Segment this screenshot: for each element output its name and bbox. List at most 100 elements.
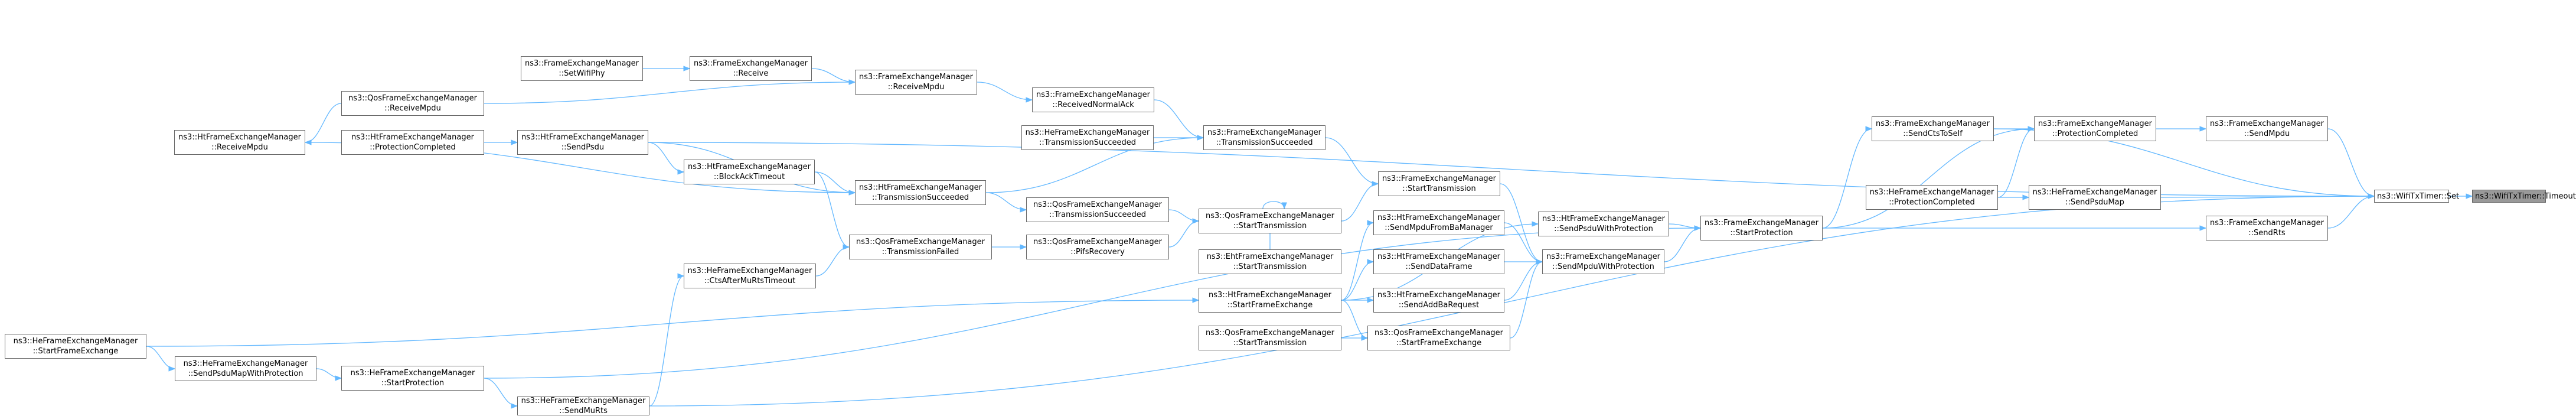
call-edge [985, 135, 1204, 193]
call-edge [815, 244, 850, 277]
node-label-line: ::ProtectionCompleted [1889, 198, 1975, 207]
node-label-line: ::StartFrameExchange [1396, 339, 1482, 347]
node-label-line: ns3::HtFrameExchangeManager [688, 162, 811, 171]
node-label-line: ::ReceiveMpdu [211, 143, 268, 152]
node-label-line: ::StartTransmission [1233, 262, 1307, 271]
node-htfem-protectioncompleted[interactable]: ns3::HtFrameExchangeManager::ProtectionC… [341, 130, 484, 155]
node-hefem-protectioncompleted[interactable]: ns3::HeFrameExchangeManager::ProtectionC… [1866, 185, 1998, 210]
node-hefem-startprotection[interactable]: ns3::HeFrameExchangeManager::StartProtec… [341, 366, 484, 391]
node-label-line: ::StartTransmission [1402, 184, 1476, 193]
node-label-line: ns3::FrameExchangeManager [1546, 252, 1661, 261]
node-htfem-startframeexchange[interactable]: ns3::HtFrameExchangeManager::StartFrameE… [1199, 288, 1341, 313]
node-label-line: ::StartProtection [381, 379, 445, 388]
node-qosfem-starttransmission-2[interactable]: ns3::QosFrameExchangeManager::StartTrans… [1199, 326, 1341, 350]
call-edge [1997, 126, 2035, 198]
node-label-line: ns3::HeFrameExchangeManager [521, 396, 646, 405]
node-label-line: ::SendMpdu [2244, 129, 2290, 138]
node-qosfem-startframeexchange[interactable]: ns3::QosFrameExchangeManager::StartFrame… [1367, 326, 1510, 350]
node-label-line: ::SendCtsToSelf [1903, 129, 1963, 138]
node-qosfem-transmissionfailed[interactable]: ns3::QosFrameExchangeManager::Transmissi… [849, 235, 992, 259]
node-fem-startprotection[interactable]: ns3::FrameExchangeManager::StartProtecti… [1700, 216, 1823, 240]
node-hefem-sendpsdumapwithprotection[interactable]: ns3::HeFrameExchangeManager::SendPsduMap… [175, 356, 316, 381]
node-fem-transmissionsucceeded[interactable]: ns3::FrameExchangeManager::TransmissionS… [1203, 125, 1325, 150]
call-edge [146, 346, 176, 372]
node-fem-sendctstoself[interactable]: ns3::FrameExchangeManager::SendCtsToSelf [1872, 116, 1994, 141]
node-label-line: ns3::HtFrameExchangeManager [1542, 214, 1665, 223]
call-edge [484, 79, 856, 104]
node-label-line: ::StartFrameExchange [32, 347, 119, 356]
node-label-line: ns3::HtFrameExchangeManager [1209, 291, 1331, 300]
node-wifitxtimer-set[interactable]: ns3::WifiTxTimer::Set [2374, 190, 2459, 203]
node-label-line: ns3::FrameExchangeManager [858, 73, 974, 82]
node-label-line: ns3::WifiTxTimer::Timeout [2475, 191, 2576, 201]
node-wifitxtimer-timeout[interactable]: ns3::WifiTxTimer::Timeout [2472, 190, 2576, 203]
node-fem-setwifiphy[interactable]: ns3::FrameExchangeManager::SetWifiPhy [521, 56, 643, 81]
node-label-line: ns3::HeFrameExchangeManager [183, 359, 308, 368]
node-fem-receivednormalack[interactable]: ns3::FrameExchangeManager::ReceivedNorma… [1032, 87, 1154, 112]
node-label-line: ns3::FrameExchangeManager [1875, 119, 1990, 128]
node-label-line: ::SendPsduWithProtection [1554, 225, 1653, 233]
node-htfem-sendpsdu[interactable]: ns3::HtFrameExchangeManager::SendPsdu [517, 130, 648, 155]
node-fem-sendmpduwithprotection[interactable]: ns3::FrameExchangeManager::SendMpduWithP… [1542, 249, 1664, 274]
node-hefem-ctsaftermurtstimeout[interactable]: ns3::HeFrameExchangeManager::CtsAfterMuR… [684, 264, 816, 288]
node-label-line: ::PifsRecovery [1070, 248, 1125, 256]
node-label-line: ns3::HeFrameExchangeManager [2032, 188, 2157, 197]
call-edge [1168, 218, 1200, 248]
call-edge [1822, 126, 1873, 229]
node-label-line: ns3::FrameExchangeManager [2038, 119, 2153, 128]
node-fem-sendrts[interactable]: ns3::FrameExchangeManager::SendRts [2206, 216, 2328, 240]
node-fem-receivempdu[interactable]: ns3::FrameExchangeManager::ReceiveMpdu [855, 70, 977, 95]
call-edge [1154, 99, 1204, 141]
node-label-line: ::Receive [733, 69, 769, 78]
node-htfem-receivempdu[interactable]: ns3::HtFrameExchangeManager::ReceiveMpdu [174, 130, 305, 155]
node-label-line: ::SendPsdu [561, 143, 605, 152]
node-qosfem-transmissionsucceeded[interactable]: ns3::QosFrameExchangeManager::Transmissi… [1026, 197, 1169, 222]
node-fem-protectioncompleted[interactable]: ns3::FrameExchangeManager::ProtectionCom… [2034, 116, 2156, 141]
node-label-line: ns3::FrameExchangeManager [693, 59, 808, 68]
call-edge [146, 297, 1200, 347]
node-label-line: ::SendDataFrame [1405, 262, 1473, 271]
node-fem-receive[interactable]: ns3::FrameExchangeManager::Receive [690, 56, 812, 81]
node-label-line: ::ProtectionCompleted [2052, 129, 2138, 138]
node-label-line: ns3::QosFrameExchangeManager [348, 94, 477, 103]
node-hefem-transmissionsucceeded[interactable]: ns3::HeFrameExchangeManager::Transmissio… [1021, 125, 1154, 150]
node-htfem-sendaddbarequest[interactable]: ns3::HtFrameExchangeManager::SendAddBaRe… [1373, 288, 1504, 313]
node-label-line: ::ReceivedNormalAck [1052, 100, 1134, 109]
call-edge [1341, 259, 1374, 301]
node-label-line: ::SendRts [2248, 229, 2286, 238]
node-hefem-sendmurts[interactable]: ns3::HeFrameExchangeManager::SendMuRts [517, 396, 649, 415]
call-edge [1325, 137, 1379, 187]
node-label-line: ns3::FrameExchangeManager [1207, 128, 1322, 137]
node-label-line: ns3::HeFrameExchangeManager [350, 369, 475, 378]
call-edge [649, 193, 2375, 407]
node-qosfem-receivempdu[interactable]: ns3::QosFrameExchangeManager::ReceiveMpd… [341, 91, 484, 116]
call-edge [1664, 225, 1702, 262]
call-edge [985, 192, 1027, 213]
node-hefem-startframeexchange[interactable]: ns3::HeFrameExchangeManager::StartFrameE… [5, 334, 146, 359]
node-label-line: ns3::FrameExchangeManager [1704, 219, 1819, 228]
node-fem-sendmpdu[interactable]: ns3::FrameExchangeManager::SendMpdu [2206, 116, 2328, 141]
node-label-line: ::TransmissionSucceeded [1039, 138, 1137, 147]
call-edge [484, 225, 1702, 379]
node-ehtfem-starttransmission[interactable]: ns3::EhtFrameExchangeManager::StartTrans… [1199, 249, 1341, 274]
node-fem-starttransmission[interactable]: ns3::FrameExchangeManager::StartTransmis… [1378, 171, 1500, 196]
call-edge [1500, 183, 1543, 265]
call-edge [1341, 220, 1374, 301]
call-edge [2327, 128, 2375, 199]
node-label-line: ::StartTransmission [1233, 339, 1307, 347]
node-htfem-senddataframe[interactable]: ns3::HtFrameExchangeManager::SendDataFra… [1373, 249, 1504, 274]
node-label-line: ns3::HtFrameExchangeManager [351, 133, 474, 142]
node-qosfem-starttransmission[interactable]: ns3::QosFrameExchangeManager::StartTrans… [1199, 209, 1341, 233]
node-label-line: ::TransmissionSucceeded [1049, 210, 1147, 219]
node-htfem-blockacktimeout[interactable]: ns3::HtFrameExchangeManager::BlockAckTim… [684, 160, 815, 184]
node-htfem-transmissionsucceeded[interactable]: ns3::HtFrameExchangeManager::Transmissio… [855, 180, 986, 205]
node-qosfem-pifsrecovery[interactable]: ns3::QosFrameExchangeManager::PifsRecove… [1026, 235, 1169, 259]
node-htfem-sendmpdufrombamanager[interactable]: ns3::HtFrameExchangeManager::SendMpduFro… [1373, 210, 1504, 235]
node-label-line: ns3::FrameExchangeManager [1036, 90, 1151, 99]
call-edge [977, 82, 1033, 103]
node-htfem-sendpsduwithprotection[interactable]: ns3::HtFrameExchangeManager::SendPsduWit… [1538, 212, 1669, 236]
node-label-line: ns3::EhtFrameExchangeManager [1206, 252, 1334, 261]
node-hefem-sendpsdumap[interactable]: ns3::HeFrameExchangeManager::SendPsduMap [2029, 185, 2161, 210]
call-edge [648, 142, 685, 175]
